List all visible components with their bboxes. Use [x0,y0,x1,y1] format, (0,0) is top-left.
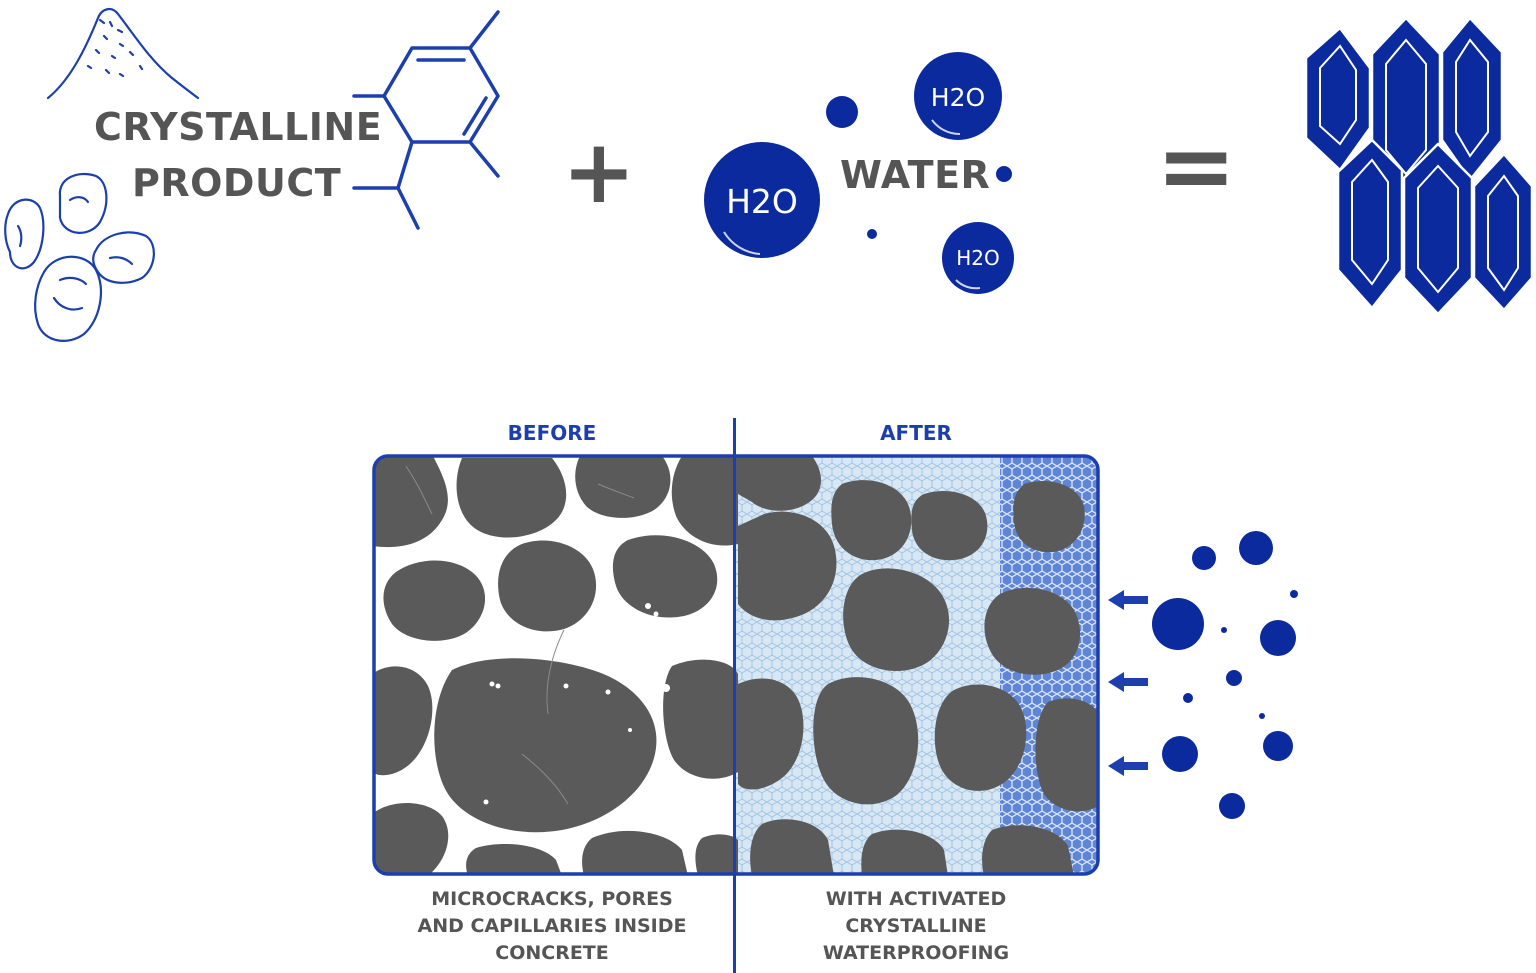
before-caption-line2: AND CAPILLARIES INSIDE [417,915,687,937]
before-title: BEFORE [507,421,597,445]
after-caption: WITH ACTIVATED CRYSTALLINE WATERPROOFING [756,886,1076,967]
h2o-label-large: H2O [726,182,798,221]
incoming-water-icon [1108,531,1298,819]
before-caption: MICROCRACKS, PORES AND CAPILLARIES INSID… [392,886,712,967]
h2o-label-bottom: H2O [956,246,1000,270]
before-after-divider [733,418,736,973]
after-caption-line3: WATERPROOFING [822,942,1010,964]
before-caption-line1: MICROCRACKS, PORES [431,888,673,910]
product-title-line1: CRYSTALLINE [94,105,383,149]
equals-sign: = [1156,110,1237,222]
after-caption-line1: WITH ACTIVATED [825,888,1007,910]
powder-granules-icon [4,8,200,342]
after-caption-line2: CRYSTALLINE [845,915,987,937]
before-caption-line3: CONCRETE [495,942,609,964]
plus-sign: + [562,120,637,223]
after-title: AFTER [880,421,952,445]
water-label: WATER [840,153,991,197]
crystals-icon [1304,16,1534,316]
molecule-structure-icon [352,10,500,230]
water-droplets-icon [704,52,1014,294]
product-title-line2: PRODUCT [132,161,342,205]
h2o-label-top: H2O [930,83,986,112]
concrete-cross-section [372,454,1100,876]
